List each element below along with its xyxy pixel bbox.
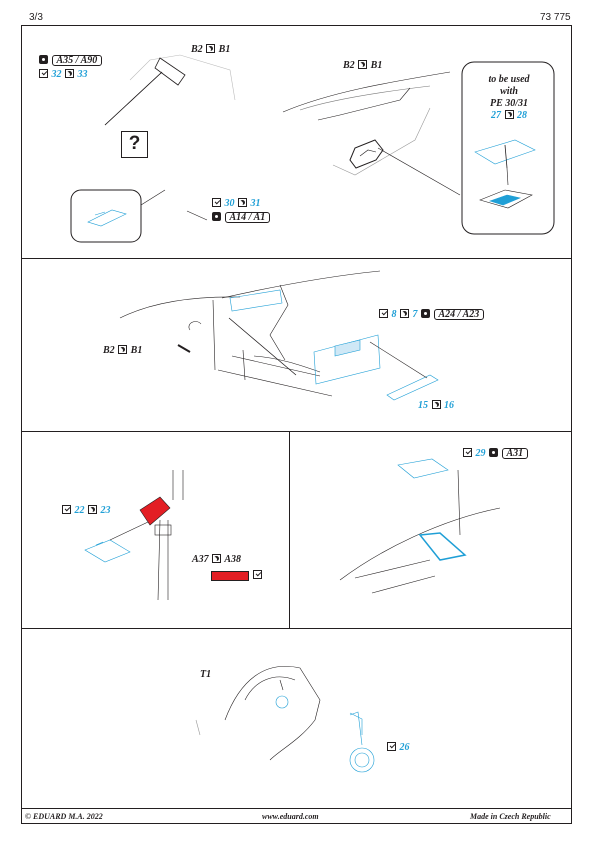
eduard-logo-icon: [504, 110, 514, 119]
part-number-22: 22: [74, 505, 85, 516]
part-30-31: 30 31: [211, 198, 261, 210]
part-29-paint: 29 A31: [462, 448, 529, 460]
divider-3: [21, 628, 572, 629]
part-number-7: 7: [412, 309, 418, 320]
b2-label: B2: [103, 345, 115, 356]
check-icon: [62, 505, 71, 514]
eduard-logo-icon: [212, 554, 222, 563]
divider-footer: [21, 808, 572, 809]
eduard-logo-icon: [118, 345, 128, 354]
part-15-16: 15 16: [418, 400, 454, 412]
eduard-logo-icon: [358, 60, 368, 69]
paint-a37-a38: A37 A38: [192, 554, 241, 566]
eduard-logo-icon: [238, 198, 247, 207]
b2-label: B2: [343, 60, 355, 71]
part-number-27: 27: [491, 110, 501, 121]
eduard-logo-icon: [431, 400, 441, 409]
note-line-1: to be used: [488, 74, 530, 85]
part-number-29: 29: [475, 448, 486, 459]
label-b2-b1-mid: B2 B1: [103, 345, 142, 357]
divider-2: [21, 431, 572, 432]
catalog-number: 73 775: [540, 12, 571, 23]
part-number-33: 33: [77, 69, 88, 80]
check-icon: [253, 570, 262, 579]
part-32-33: 32 33: [38, 69, 88, 81]
check-icon: [463, 448, 472, 457]
paint-a14-a1: A14 / A1: [211, 212, 271, 224]
part-number-31: 31: [250, 198, 261, 209]
part-22-23: 22 23: [61, 505, 111, 517]
divider-1: [21, 258, 572, 259]
part-number-15: 15: [418, 400, 428, 411]
check-icon: [212, 198, 221, 207]
part-number-26: 26: [399, 742, 410, 753]
red-color-swatch: [211, 571, 249, 581]
paint-palette-icon: [421, 309, 430, 318]
divider-vertical: [289, 431, 290, 628]
part-number-32: 32: [51, 69, 62, 80]
footer-copyright: © EDUARD M.A. 2022: [25, 812, 103, 821]
question-mark-box: ?: [121, 131, 148, 158]
check-icon: [379, 309, 388, 318]
eduard-logo-icon: [88, 505, 97, 514]
paint-code-pill: A24 / A23: [433, 309, 485, 320]
note-parts: 27 28: [478, 110, 540, 122]
part-number-16: 16: [444, 400, 454, 411]
eduard-logo-icon: [400, 309, 409, 318]
paint-a38: A38: [224, 554, 241, 565]
note-line-3: PE 30/31: [489, 98, 529, 109]
part-number-30: 30: [224, 198, 235, 209]
paint-palette-icon: [39, 55, 48, 64]
paint-code-pill: A31: [501, 448, 529, 459]
label-b2-b1-right: B2 B1: [343, 60, 382, 72]
eduard-logo-icon: [65, 69, 74, 78]
b1-label: B1: [130, 345, 143, 356]
paint-a37: A37: [192, 554, 209, 565]
footer-origin: Made in Czech Republic: [470, 812, 551, 821]
part-number-23: 23: [100, 505, 111, 516]
paint-a35-a90: A35 / A90: [38, 55, 103, 67]
page-frame: [21, 25, 572, 824]
eduard-logo-icon: [206, 44, 216, 53]
b2-label: B2: [191, 44, 203, 55]
part-number-28: 28: [517, 110, 527, 121]
part-number-8: 8: [391, 309, 397, 320]
check-icon: [39, 69, 48, 78]
b1-label: B1: [218, 44, 231, 55]
paint-palette-icon: [212, 212, 221, 221]
label-b2-b1-top: B2 B1: [191, 44, 230, 56]
note-line-2: with: [500, 86, 518, 97]
part-8-7-paint: 8 7 A24 / A23: [378, 309, 485, 321]
page-number: 3/3: [29, 12, 43, 23]
note-to-be-used: to be used with PE 30/31 27 28: [478, 74, 540, 122]
b1-label: B1: [370, 60, 383, 71]
check-icon: [387, 742, 396, 751]
label-t1: T1: [200, 669, 212, 680]
decal-indicator: [252, 570, 263, 582]
footer-website[interactable]: www.eduard.com: [262, 812, 319, 821]
paint-code-pill: A14 / A1: [224, 212, 271, 223]
paint-code-pill: A35 / A90: [51, 55, 103, 66]
part-26: 26: [386, 742, 410, 754]
paint-palette-icon: [489, 448, 498, 457]
